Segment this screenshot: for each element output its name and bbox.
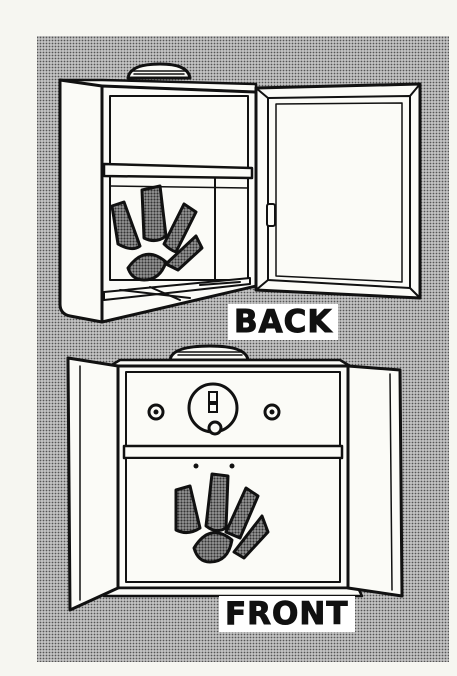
- front-right-door: [346, 364, 404, 598]
- speaker-grille-icon: [110, 184, 204, 282]
- back-label: BACK: [228, 304, 339, 340]
- back-view-cabinet: [58, 62, 422, 324]
- front-left-door: [66, 356, 120, 612]
- carry-handle-icon: [168, 344, 250, 362]
- door-latch-icon: [266, 203, 276, 227]
- speaker-grille-icon: [174, 472, 270, 564]
- front-label: FRONT: [219, 596, 355, 632]
- front-view-cabinet: [66, 344, 404, 612]
- front-controls: [147, 382, 281, 469]
